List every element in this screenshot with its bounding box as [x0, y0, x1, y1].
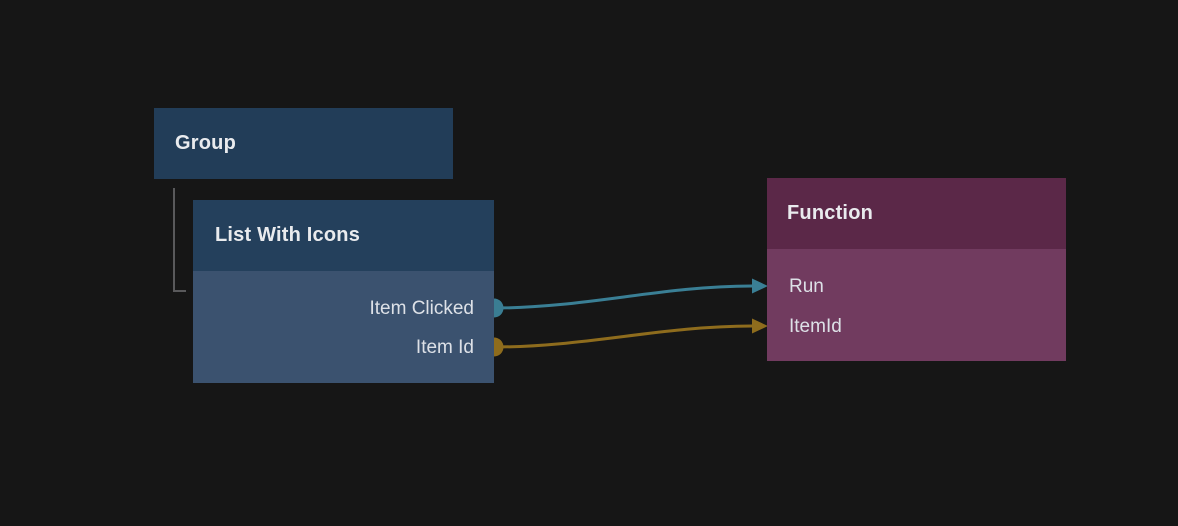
node-function-title: Function: [787, 202, 874, 224]
node-list-with-icons-title: List With Icons: [215, 224, 361, 246]
output-row-item-clicked[interactable]: Item Clicked: [193, 289, 494, 328]
input-row-run[interactable]: Run: [767, 267, 1066, 307]
output-label-item-id: Item Id: [415, 336, 474, 358]
node-group-title: Group: [175, 132, 236, 154]
node-group-header[interactable]: Group: [154, 108, 453, 179]
input-row-itemid[interactable]: ItemId: [767, 307, 1066, 347]
hierarchy-line-vertical: [173, 188, 175, 292]
node-function-header[interactable]: Function: [767, 178, 1066, 249]
edge-arrowhead-run: [752, 278, 768, 294]
hierarchy-line-horizontal: [173, 290, 186, 292]
node-list-with-icons-header[interactable]: List With Icons: [193, 200, 494, 271]
edge-arrowhead-itemid: [752, 318, 768, 334]
output-row-item-id[interactable]: Item Id: [193, 328, 494, 367]
input-label-itemid: ItemId: [789, 316, 842, 337]
node-function[interactable]: Function Run ItemId: [767, 178, 1066, 361]
node-group[interactable]: Group: [154, 108, 453, 179]
node-list-with-icons-body: Item Clicked Item Id: [193, 271, 494, 383]
node-function-body: Run ItemId: [767, 249, 1066, 361]
edge-item-clicked-to-run[interactable]: [492, 284, 754, 310]
input-label-run: Run: [789, 276, 824, 297]
edge-item-id-to-itemid[interactable]: [492, 324, 754, 349]
output-label-item-clicked: Item Clicked: [369, 297, 474, 319]
node-list-with-icons[interactable]: List With Icons Item Clicked Item Id: [193, 200, 494, 383]
